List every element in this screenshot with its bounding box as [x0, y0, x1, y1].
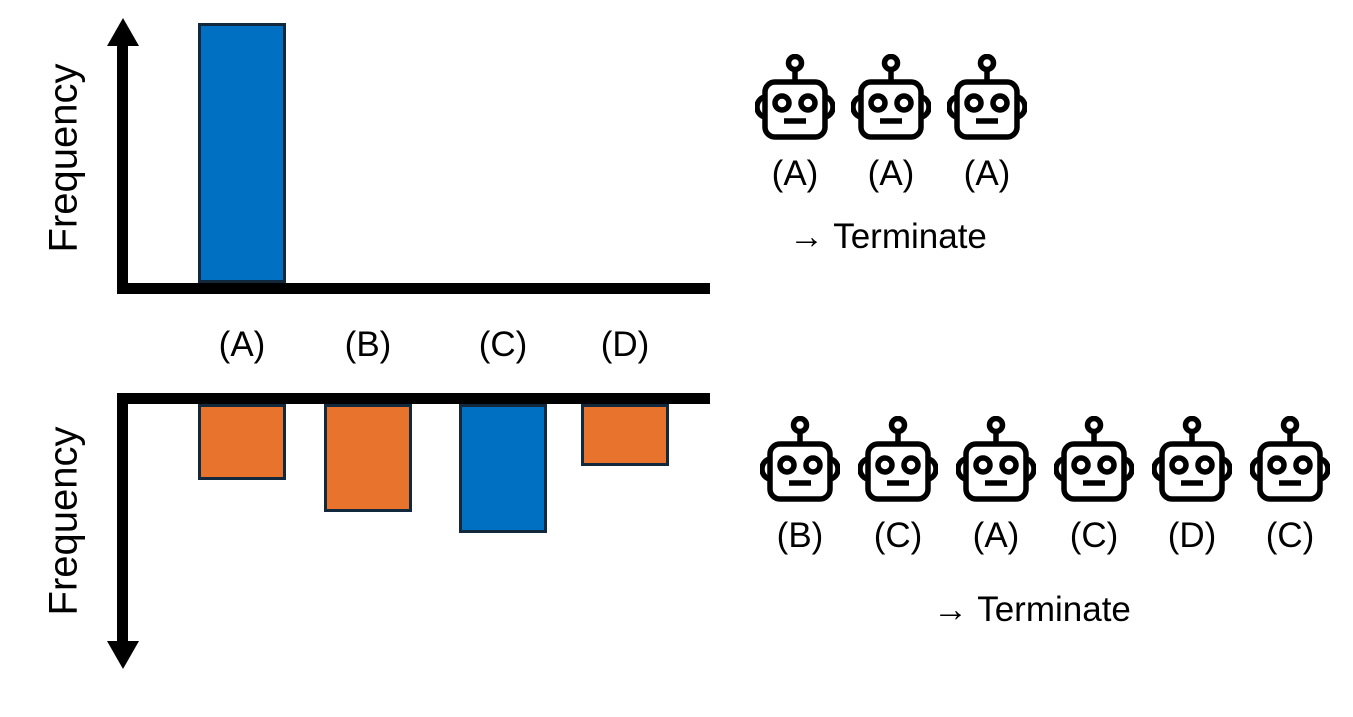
category-label-a: (A)	[218, 325, 266, 364]
robot-cell: (D)	[1152, 416, 1232, 556]
bottom-bar-(C)	[459, 404, 547, 533]
robot-cell: (B)	[760, 416, 840, 556]
robot-label: (D)	[1167, 516, 1217, 555]
bottom-bar-(D)	[581, 404, 669, 466]
bottom-bar-(A)	[198, 404, 286, 480]
robot-label: (C)	[1069, 516, 1119, 555]
robot-label: (C)	[1265, 516, 1315, 555]
robot-icon	[851, 54, 931, 140]
robot-icon	[1152, 416, 1232, 502]
robot-label: (A)	[867, 154, 915, 193]
top-chart-xaxis	[117, 283, 710, 294]
top-chart-ylabel: Frequency	[41, 63, 86, 253]
category-label-c: (C)	[478, 325, 528, 364]
robot-label: (C)	[873, 516, 923, 555]
bottom-robot-row: (B) (C)	[760, 416, 1330, 556]
robot-icon	[1250, 416, 1330, 502]
robot-cell: (C)	[1054, 416, 1134, 556]
robot-icon	[858, 416, 938, 502]
robot-cell: (A)	[956, 416, 1036, 556]
robot-label: (B)	[776, 516, 824, 555]
robot-icon	[760, 416, 840, 502]
bottom-chart-xaxis	[117, 393, 710, 404]
robot-cell: (C)	[1250, 416, 1330, 556]
top-robot-row: (A) (A)	[755, 54, 1027, 194]
category-label-d: (D)	[600, 325, 650, 364]
robot-cell: (A)	[947, 54, 1027, 194]
robot-icon	[1054, 416, 1134, 502]
top-chart-yaxis	[117, 40, 128, 294]
robot-icon	[956, 416, 1036, 502]
robot-icon	[755, 54, 835, 140]
bottom-bar-(B)	[324, 404, 412, 512]
robot-cell: (A)	[755, 54, 835, 194]
bottom-chart-ylabel: Frequency	[41, 426, 86, 616]
top-terminate-caption: → Terminate	[789, 217, 987, 256]
bottom-chart-yaxis	[117, 393, 128, 645]
robot-cell: (A)	[851, 54, 931, 194]
category-label-b: (B)	[344, 325, 392, 364]
bottom-terminate-caption: → Terminate	[933, 590, 1131, 629]
robot-label: (A)	[963, 154, 1011, 193]
robot-label: (A)	[972, 516, 1020, 555]
top-bar-(A)	[198, 23, 286, 283]
robot-icon	[947, 54, 1027, 140]
robot-cell: (C)	[858, 416, 938, 556]
bottom-chart-yaxis-arrow-down-icon	[107, 641, 139, 669]
robot-label: (A)	[771, 154, 819, 193]
